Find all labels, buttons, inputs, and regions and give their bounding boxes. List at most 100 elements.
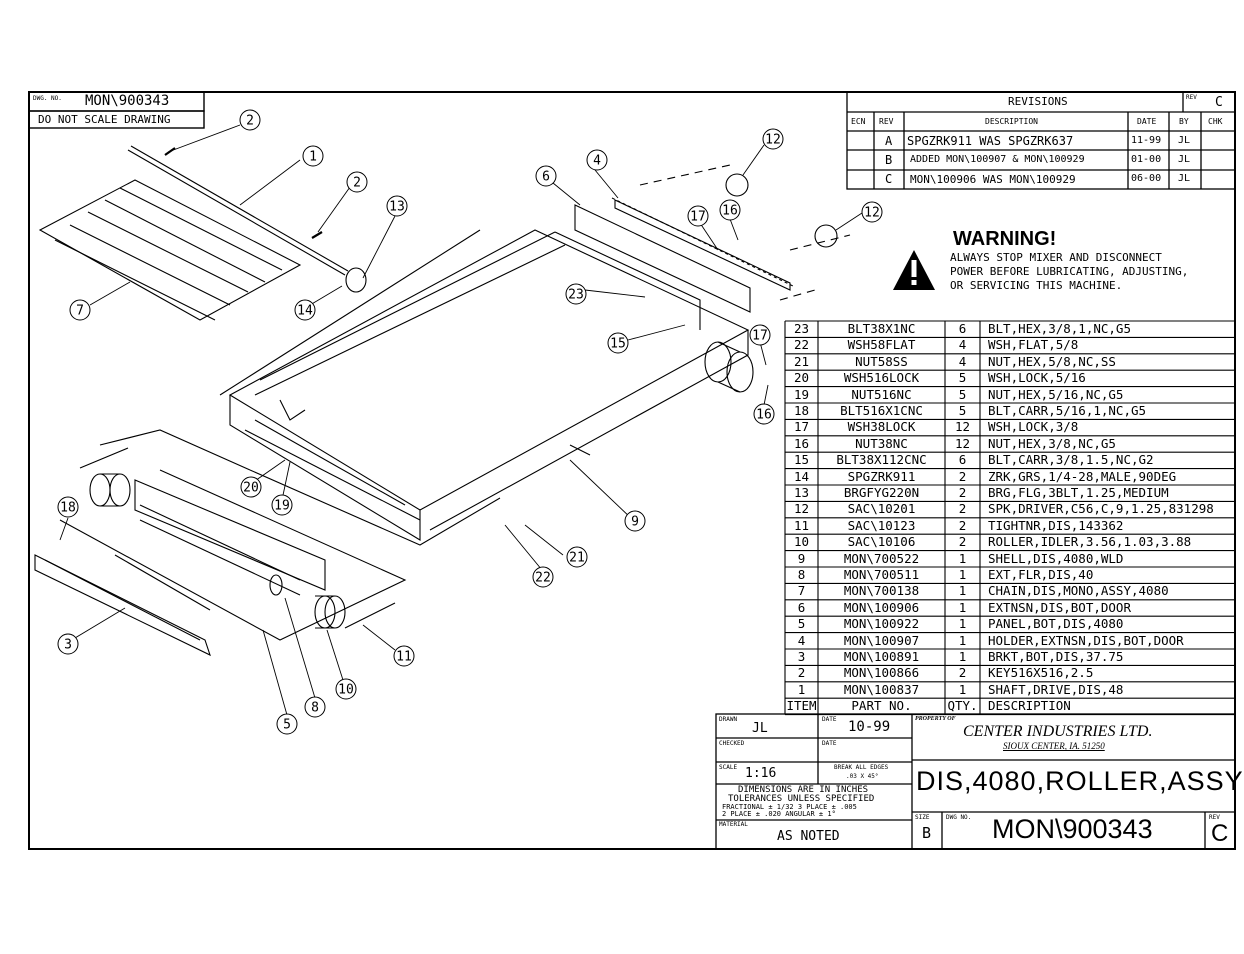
balloon-circle (586, 149, 608, 171)
bom-description: EXTNSN,DIS,BOT,DOOR (988, 599, 1131, 615)
balloon-circle (302, 145, 324, 167)
balloon-circle (276, 713, 298, 735)
rev-row-c-by: JL (1178, 173, 1191, 184)
bom-part-no: SAC\10123 (847, 517, 916, 533)
balloon-circle (294, 299, 316, 321)
dims-line-3: FRACTIONAL ± 1/32 3 PLACE ± .005 (722, 803, 857, 811)
dwg-no-value: MON\900343 (992, 814, 1153, 844)
bom-description: PANEL,BOT,DIS,4080 (988, 616, 1124, 632)
balloon-label: 21 (569, 551, 585, 566)
rev-row-c-date: 06-00 (1131, 173, 1162, 184)
balloon-label: 17 (752, 329, 768, 344)
edges-line-2: .03 X 45° (846, 773, 879, 780)
bom-part-no: MON\100866 (843, 665, 920, 681)
balloon-label: 14 (297, 304, 313, 319)
dims-line-1: DIMENSIONS ARE IN INCHES (738, 785, 869, 795)
bom-description: NUT,HEX,5/8,NC,SS (988, 353, 1116, 369)
bom-description: ZRK,GRS,1/4-28,MALE,90DEG (988, 468, 1177, 484)
material-value: AS NOTED (777, 829, 840, 844)
revisions-grid (846, 91, 1236, 190)
bom-qty: 2 (958, 534, 967, 550)
balloon-label: 20 (243, 481, 259, 496)
bom-item: 7 (797, 583, 806, 599)
revisions-title: REVISIONS (1008, 95, 1068, 108)
bom-qty: 1 (958, 550, 967, 566)
bom-qty: 6 (958, 321, 967, 336)
bom-item: 22 (793, 337, 810, 353)
bom-description: BRG,FLG,3BLT,1.25,MEDIUM (988, 485, 1169, 500)
bom-qty: 6 (958, 452, 967, 468)
bom-item: 8 (797, 567, 806, 582)
bom-qty: 1 (958, 567, 967, 582)
checked-label: CHECKED (719, 740, 745, 747)
bom-qty: 1 (958, 632, 967, 648)
rev-header-ecn: ECN (851, 117, 866, 126)
bom-part-no: MON\100837 (843, 681, 920, 697)
date2-label: DATE (822, 740, 837, 747)
warning-title: WARNING! (953, 228, 1057, 250)
scale-label: SCALE (719, 764, 738, 771)
dims-line-4: 2 PLACE ± .020 ANGULAR ± 1° (722, 810, 836, 818)
rev-row-c-desc: MON\100906 WAS MON\100929 (910, 173, 1076, 186)
balloon-label: 22 (535, 571, 551, 586)
warning-line-1: ALWAYS STOP MIXER AND DISCONNECT (950, 251, 1162, 264)
balloon-circle (346, 171, 368, 193)
sheet-border (28, 91, 1236, 850)
bom-part-no: WSH58FLAT (847, 337, 916, 353)
balloon-label: 6 (542, 170, 550, 185)
date-label: DATE (822, 716, 837, 723)
bom-qty: 2 (958, 485, 967, 500)
bom-header-qty: QTY. (947, 698, 978, 714)
corner-dwg-label: DWG. NO. (33, 95, 62, 102)
balloon-label: 13 (389, 200, 405, 215)
bom-part-no: BLT38X1NC (847, 321, 916, 336)
rev-header-date: DATE (1137, 117, 1157, 126)
bom-description: WSH,LOCK,5/16 (988, 370, 1086, 386)
bom-qty: 4 (958, 353, 967, 369)
bom-item: 5 (797, 616, 806, 632)
bom-description: BLT,HEX,3/8,1,NC,G5 (988, 321, 1131, 336)
balloon-label: 18 (60, 501, 76, 516)
bom-description: SPK,DRIVER,C56,C,9,1.25,831298 (988, 501, 1214, 517)
bom-description: BRKT,BOT,DIS,37.75 (988, 649, 1124, 664)
drawing-title: DIS,4080,ROLLER,ASSY (916, 766, 1244, 796)
bom-description: WSH,LOCK,3/8 (988, 419, 1079, 435)
balloon-label: 8 (311, 701, 319, 716)
bom-part-no: NUT38NC (855, 435, 908, 451)
balloon-label: 23 (568, 288, 584, 303)
balloon-circle (687, 205, 709, 227)
balloon-circle (624, 510, 646, 532)
rev-row-a-desc: SPGZRK911 WAS SPGZRK637 (907, 134, 1074, 148)
balloon-circle (753, 403, 775, 425)
warning-line-3: OR SERVICING THIS MACHINE. (950, 279, 1123, 292)
balloon-circle (239, 109, 261, 131)
bom-item: 18 (793, 403, 810, 418)
bom-grid (784, 320, 1235, 716)
bom-qty: 12 (954, 435, 971, 451)
bom-item: 11 (793, 517, 810, 533)
bom-item: 21 (793, 353, 810, 369)
bom-description: CHAIN,DIS,MONO,ASSY,4080 (988, 583, 1169, 599)
dwg-no-label: DWG NO. (946, 814, 972, 821)
bom-description: BLT,CARR,5/16,1,NC,G5 (988, 403, 1147, 418)
bom-item: 19 (793, 386, 810, 402)
balloon-label: 5 (283, 718, 291, 733)
balloon-circle (532, 566, 554, 588)
balloon-label: 16 (756, 408, 772, 423)
balloon-circle (386, 195, 408, 217)
balloon-label: 15 (610, 337, 626, 352)
bom-qty: 12 (954, 419, 971, 435)
leader-lines (59, 124, 863, 716)
bom-description: ROLLER,IDLER,3.56,1.03,3.88 (988, 534, 1192, 550)
corner-box (28, 91, 205, 129)
balloon-label: 11 (396, 650, 412, 665)
balloon-circle (57, 496, 79, 518)
balloon-circle (566, 546, 588, 568)
bom-item: 4 (797, 632, 806, 648)
bom-qty: 1 (958, 681, 967, 697)
bom-description: NUT,HEX,3/8,NC,G5 (988, 435, 1116, 451)
bom-qty: 5 (958, 370, 967, 386)
rev-row-a-rev: A (885, 134, 893, 148)
